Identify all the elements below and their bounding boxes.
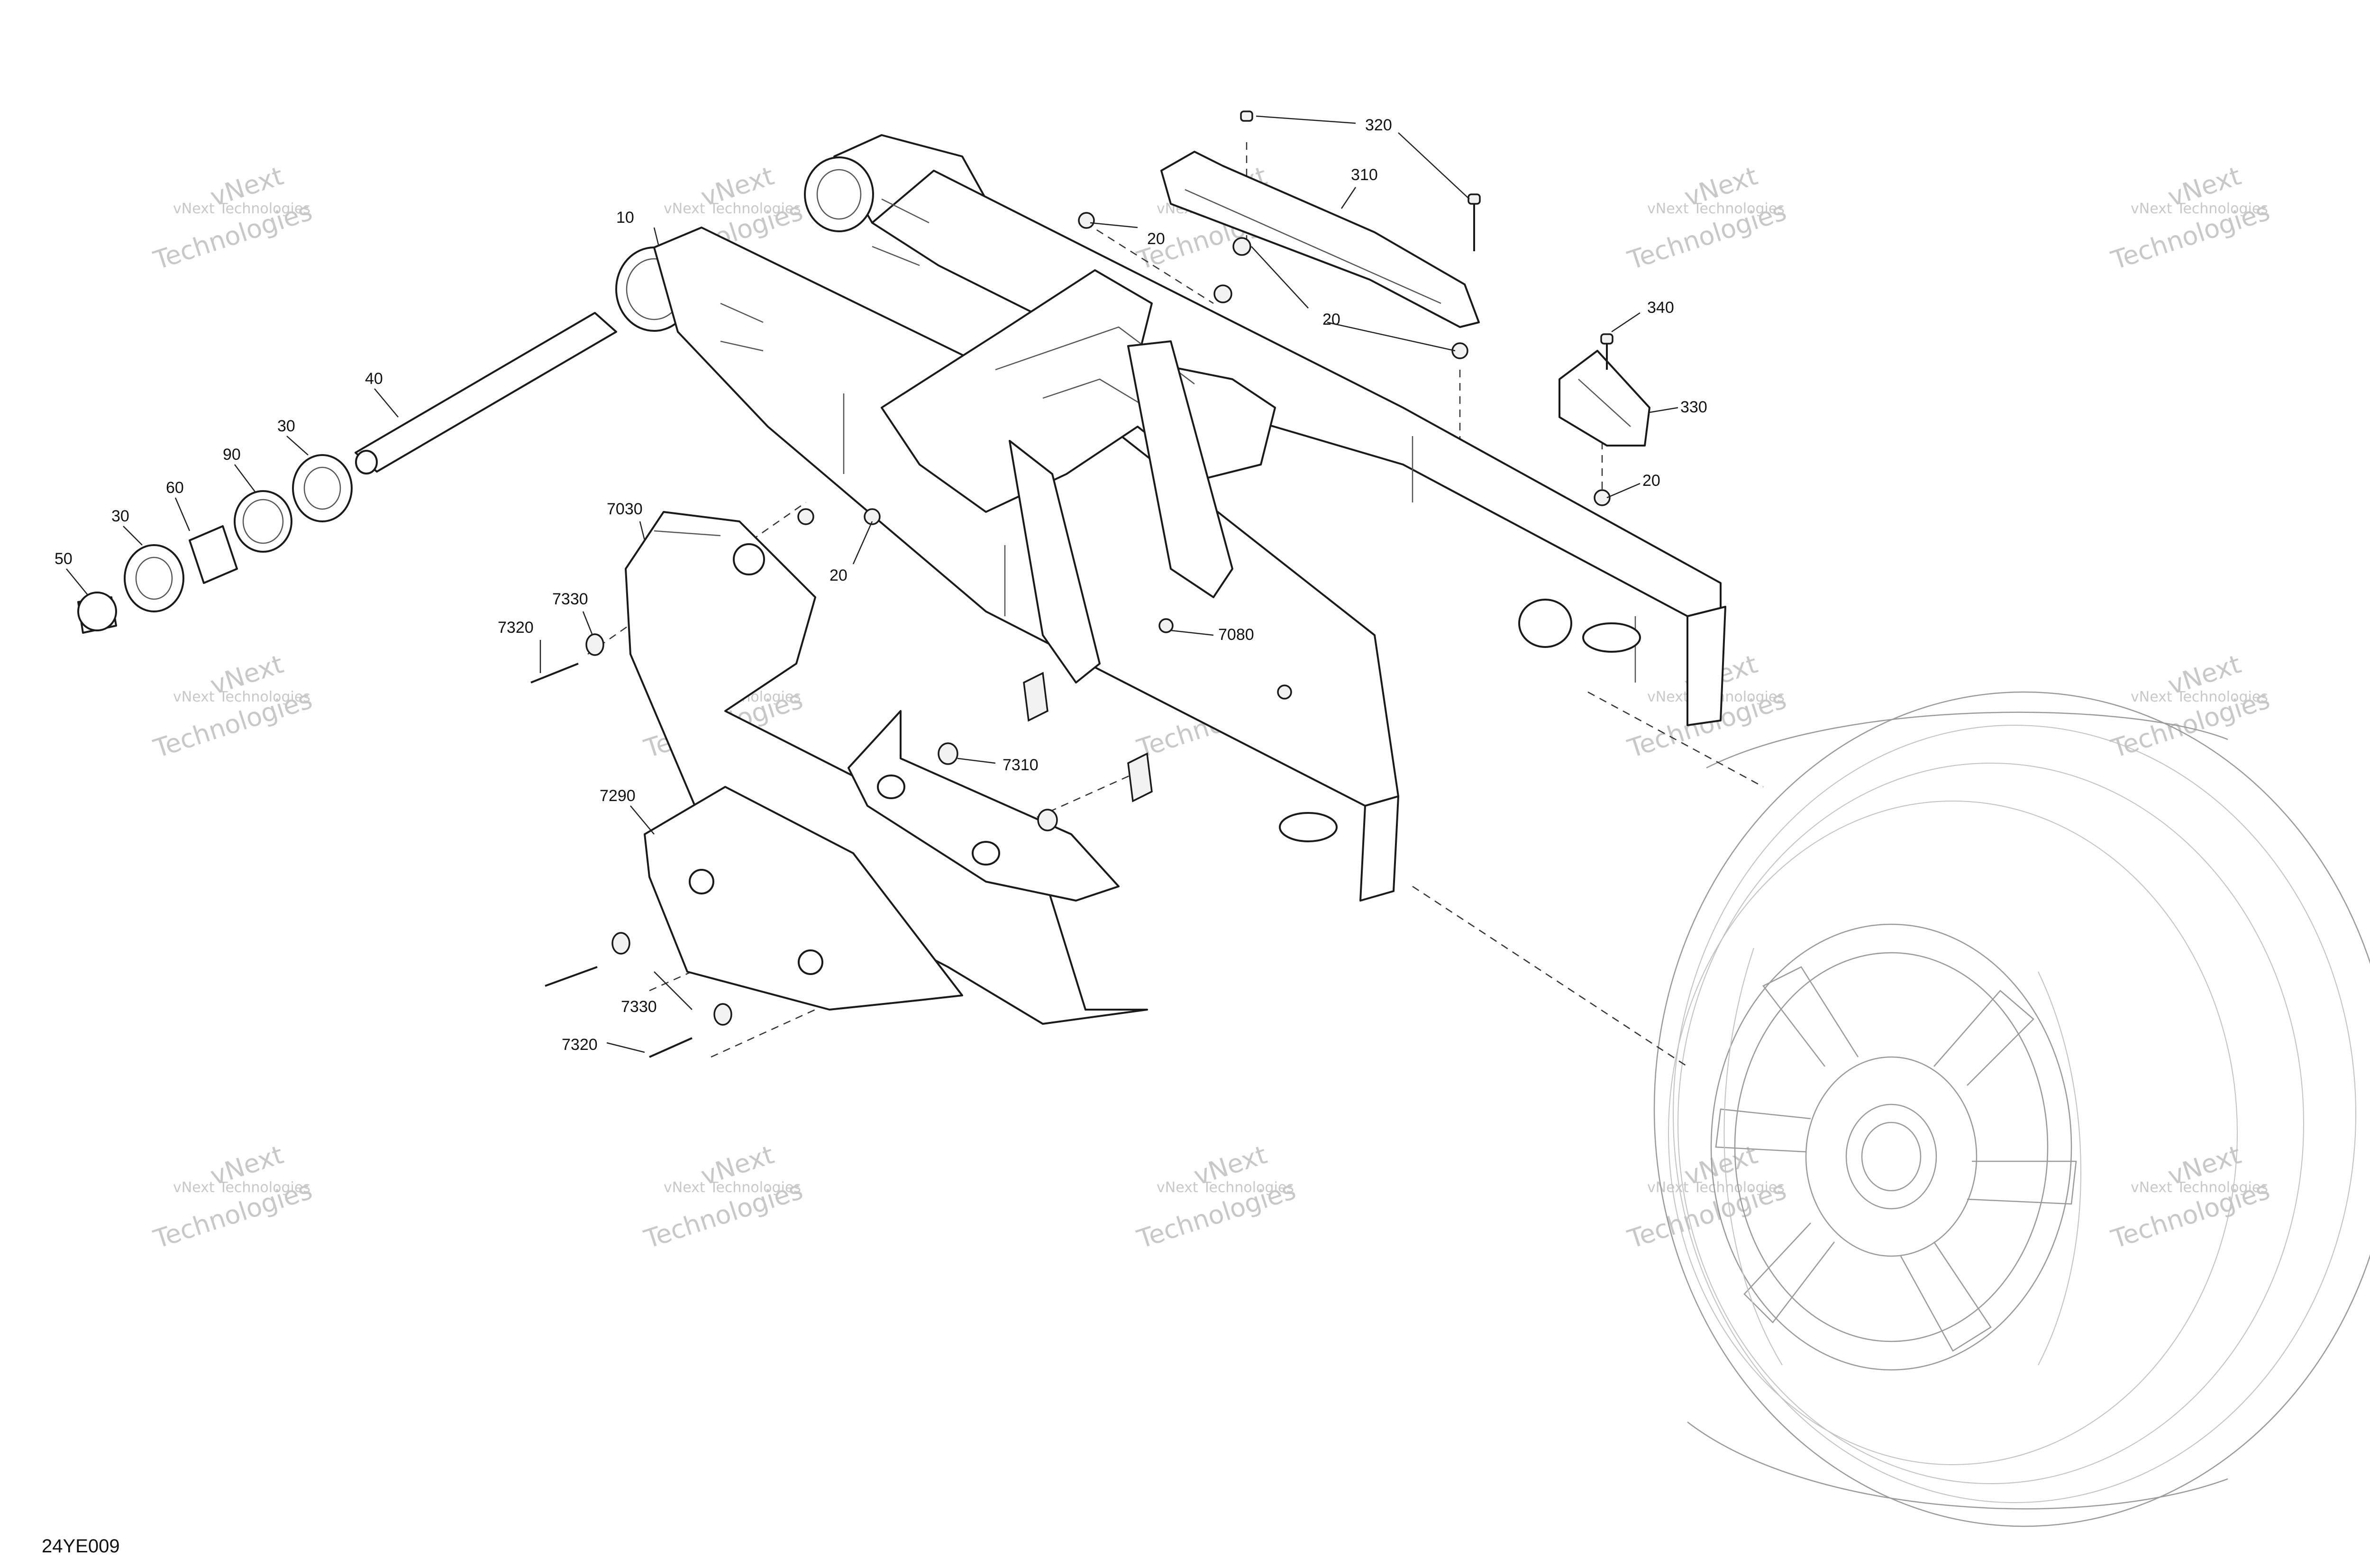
callout-50: 50 [55,550,73,568]
callout-10: 10 [616,209,634,227]
figure-id: 24YE009 [42,1536,120,1557]
slider-block [1559,350,1650,447]
callout-7330b: 7330 [621,998,657,1016]
watermark-text: vNext Technologies [173,201,310,217]
callout-7320a: 7320 [498,619,534,637]
callout-340: 340 [1647,299,1674,317]
callout-320: 320 [1365,116,1392,134]
callout-7290: 7290 [600,787,636,805]
callout-30a: 30 [277,417,295,435]
watermark-text: vNext Technologies [2131,201,2268,217]
callout-330: 330 [1680,398,1707,416]
callout-20c: 20 [1642,472,1660,490]
callout-20a: 20 [1147,230,1165,248]
callout-7310: 7310 [1003,756,1039,774]
watermark-text: vNext Technologies [1647,1179,1785,1196]
callout-40: 40 [365,370,383,388]
watermark-text: vNext Technologies [173,689,310,705]
watermark-text: vNext Technologies [664,1179,801,1196]
watermark-text: vNext Technologies [2131,1179,2268,1196]
callout-310: 310 [1351,166,1378,184]
lower-cover [644,786,963,1011]
callout-7320b: 7320 [562,1036,598,1054]
callout-7030: 7030 [607,500,643,518]
callout-7330a: 7330 [552,590,588,608]
watermark-text: vNext Technologies [664,201,801,217]
rear-wheel-ghost [1653,692,2370,1527]
sprocket-guard [848,710,1120,902]
pivot-shaft-group [77,312,617,634]
hardware [530,110,1613,1058]
callout-60: 60 [166,479,184,497]
leader-lines [66,115,1678,1053]
chain-slider [1160,151,1480,328]
callout-20b: 20 [1322,310,1340,328]
watermark-text: vNext Technologies [1157,1179,1294,1196]
callout-20d: 20 [830,566,848,584]
callout-90: 90 [223,446,241,464]
callout-labels: 320 310 10 20 20 340 330 20 40 30 90 60 … [55,116,1707,1054]
watermark-text: vNext Technologies [1647,201,1785,217]
callout-30b: 30 [111,507,129,525]
watermark-text: vNext Technologies [2131,689,2268,705]
callout-7080: 7080 [1218,626,1254,644]
swing-arm [615,134,1726,902]
watermark-text: vNext Technologies [173,1179,310,1196]
